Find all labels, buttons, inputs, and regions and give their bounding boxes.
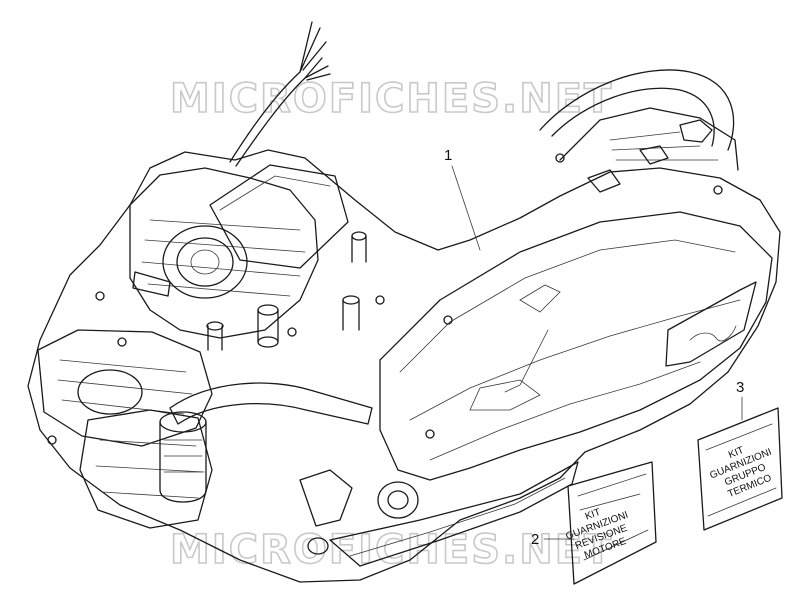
leader-line <box>451 165 481 251</box>
exhaust-flange <box>299 469 419 555</box>
side-housing <box>79 409 213 529</box>
kit-label-line: KIT <box>727 445 746 461</box>
variator-cover <box>379 211 773 481</box>
callout-1[interactable]: 1 <box>444 147 481 251</box>
callout-number: 2 <box>531 531 539 548</box>
gasket-kit-cylinder-bag: KIT GUARNIZIONI GRUPPO TERMICO <box>697 407 783 531</box>
oil-filter <box>159 411 207 503</box>
watermark-top: MICROFICHES.NET <box>170 76 613 122</box>
bolts <box>47 153 723 445</box>
callout-3[interactable]: 3 <box>736 379 744 421</box>
throttle-body <box>162 225 248 299</box>
rear-bracket <box>559 107 739 193</box>
callout-2[interactable]: 2 <box>531 531 575 548</box>
engine-assembly-drawing <box>27 21 781 583</box>
brand-badge <box>665 281 757 367</box>
ignition-coil <box>209 164 349 269</box>
crankcase-outline <box>27 149 781 583</box>
cap-fittings <box>132 231 367 351</box>
oil-sump <box>329 461 579 567</box>
coolant-hose <box>169 382 373 425</box>
cylinder-head <box>129 167 319 339</box>
left-side-cover <box>37 329 213 447</box>
watermark-bottom: MICROFICHES.NET <box>170 527 613 573</box>
callout-number: 3 <box>736 379 744 396</box>
engine-wiring <box>229 21 331 167</box>
kit-label-line: KIT <box>584 507 602 523</box>
callout-number: 1 <box>444 147 452 164</box>
